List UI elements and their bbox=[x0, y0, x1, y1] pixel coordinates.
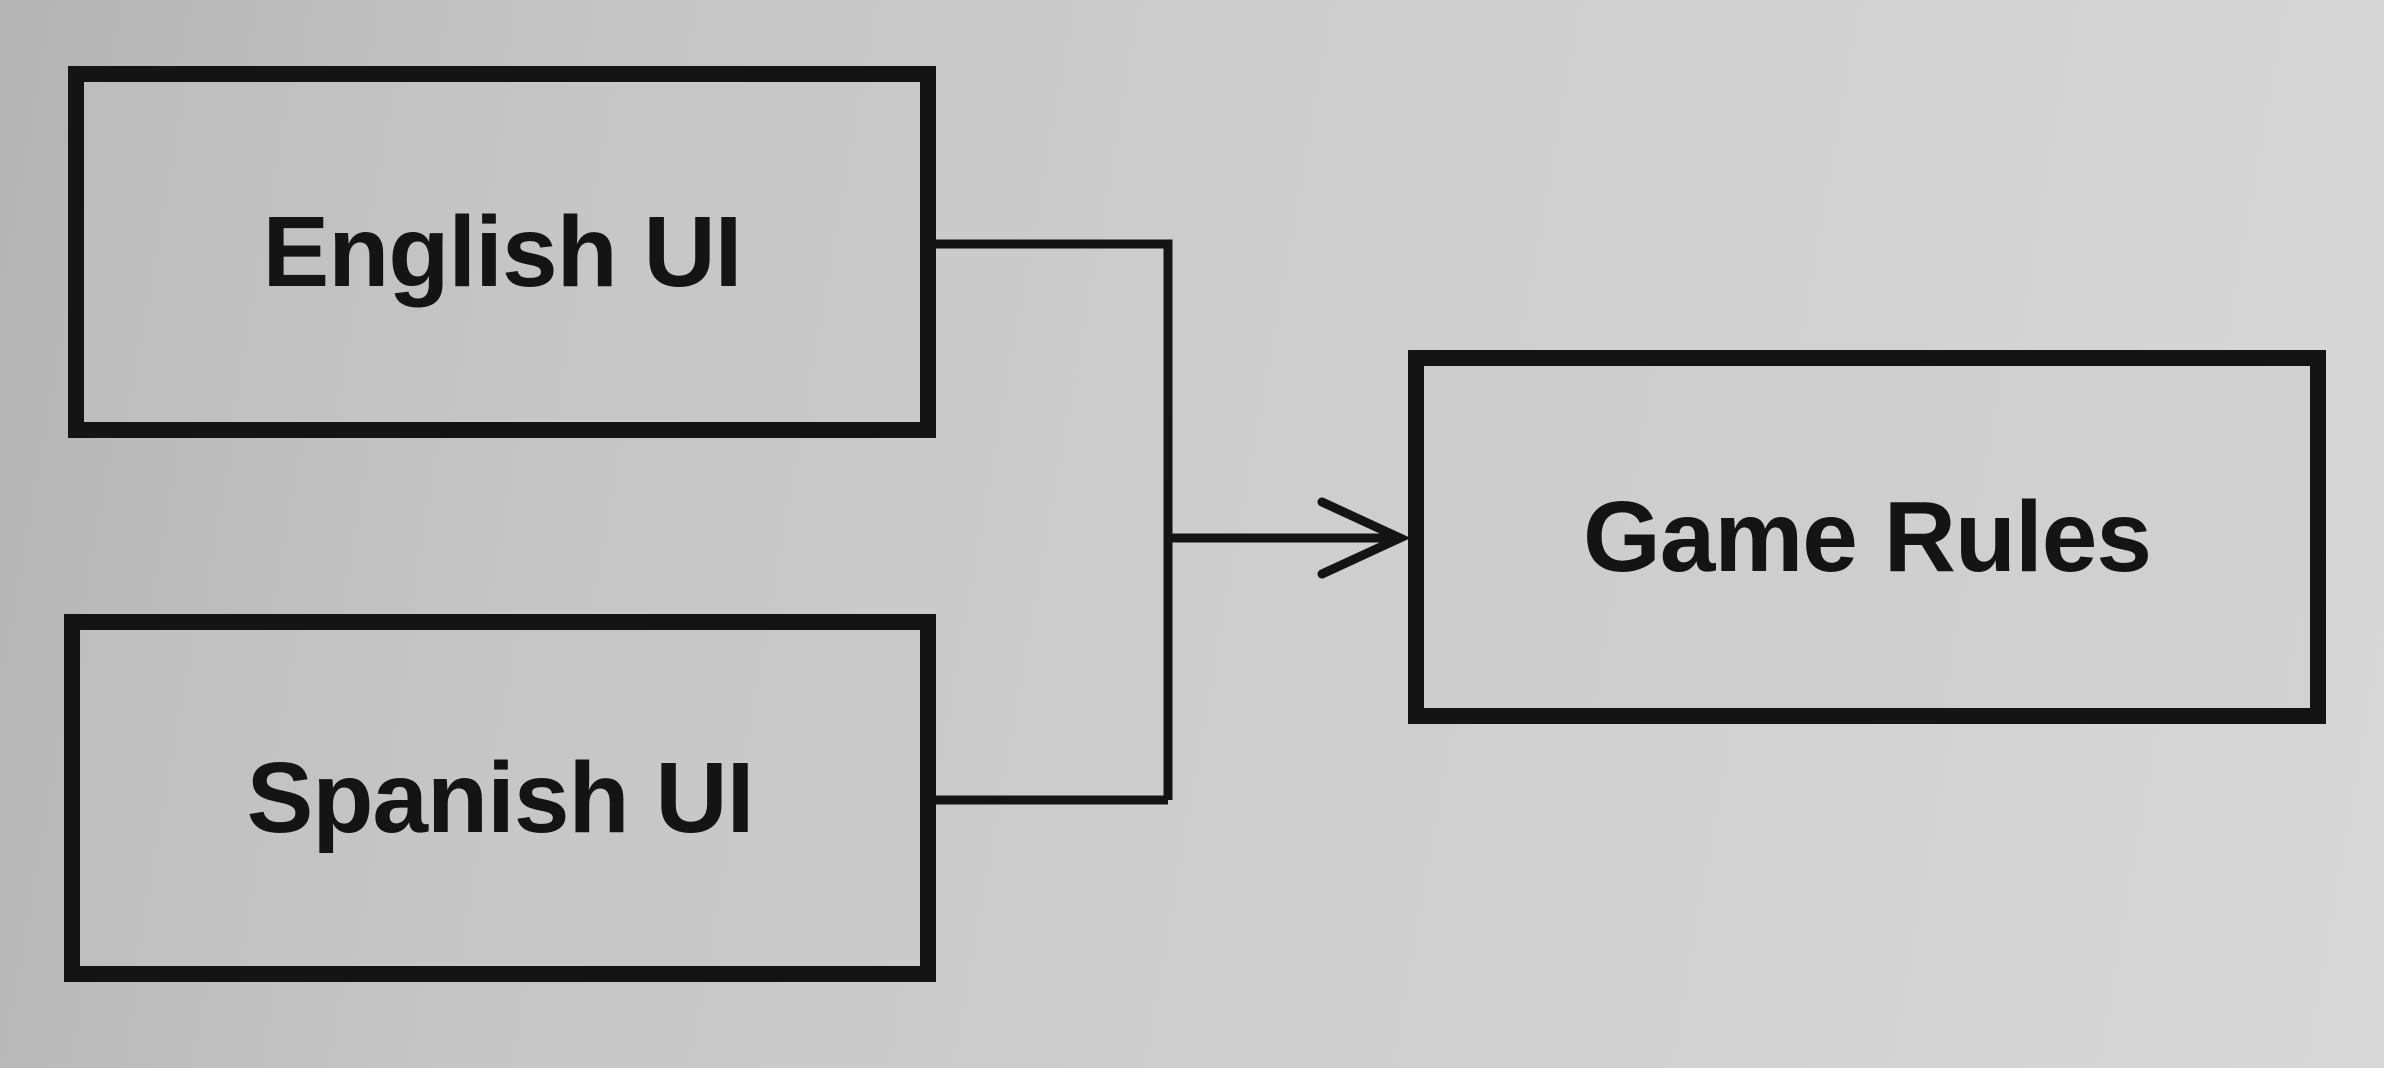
game-rules-box: Game Rules bbox=[1408, 350, 2326, 724]
edge-english-to-junction bbox=[936, 239, 1173, 800]
english-ui-label: English UI bbox=[262, 195, 743, 308]
spanish-ui-box: Spanish UI bbox=[64, 614, 936, 982]
spanish-ui-label: Spanish UI bbox=[246, 741, 755, 854]
english-ui-box: English UI bbox=[68, 66, 936, 438]
game-rules-label: Game Rules bbox=[1582, 480, 2152, 593]
arrowhead-icon bbox=[1317, 497, 1411, 579]
